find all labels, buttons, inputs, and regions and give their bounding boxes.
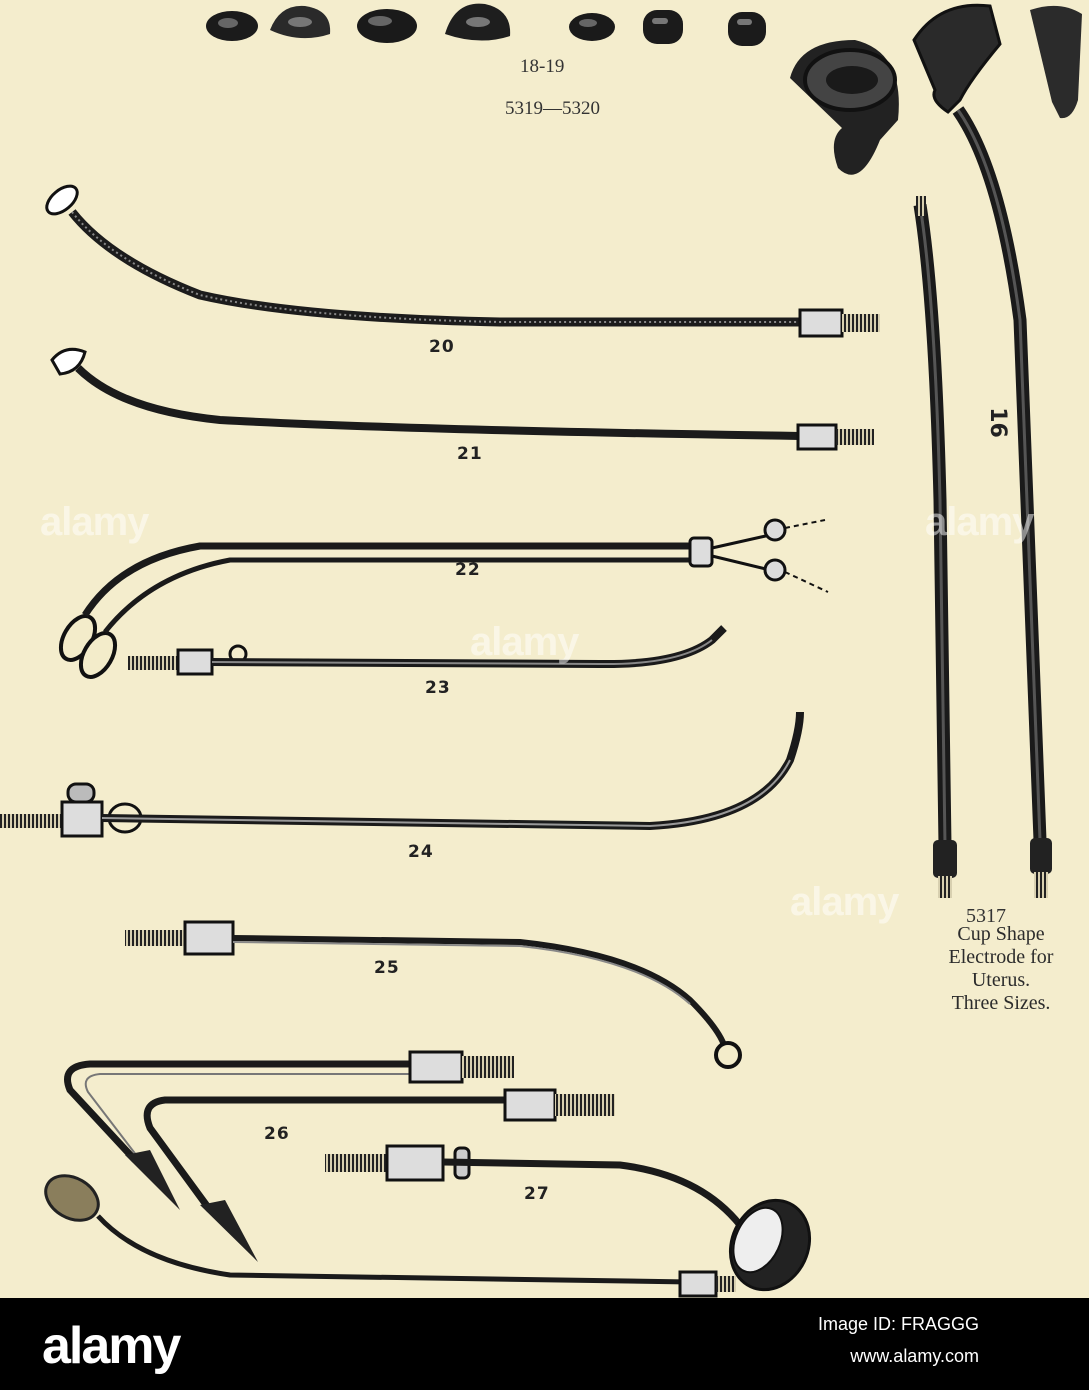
side-line-3: Uterus. — [971, 969, 1031, 991]
electrode-25 — [125, 920, 742, 1069]
electrode-tips-row — [206, 3, 766, 46]
figure-number-21: 21 — [457, 444, 483, 464]
side-line-1: Cup Shape — [957, 923, 1045, 945]
electrode-28-brush — [44, 1174, 736, 1298]
electrode-27 — [325, 1144, 812, 1292]
footer-image-id: Image ID: FRAGGG — [817, 1314, 979, 1334]
figure-number-27: 27 — [524, 1184, 550, 1204]
side-line-4: Three Sizes. — [951, 992, 1051, 1014]
footer-logo: alamy — [42, 1317, 181, 1375]
instrument-plate-illustration — [0, 3, 1082, 1298]
figure-number-20: 20 — [429, 337, 455, 357]
electrode-22 — [58, 518, 829, 679]
cup-electrode-heads — [790, 3, 1082, 175]
watermark: alamy — [925, 500, 1034, 544]
figure-number-24: 24 — [408, 842, 434, 862]
figure-number-22: 22 — [455, 560, 481, 580]
watermark: alamy — [470, 620, 579, 664]
vertical-electrode-rods — [913, 106, 1052, 898]
footer-url[interactable]: www.alamy.com — [850, 1346, 979, 1366]
side-line-2: Electrode for — [948, 946, 1054, 968]
electrode-23 — [128, 625, 727, 676]
electrode-20 — [45, 184, 880, 338]
electrode-26 — [64, 1050, 615, 1262]
figure-number-16: 16 — [984, 407, 1010, 438]
figure-range-caption: 18-19 — [520, 56, 565, 77]
watermark: alamy — [40, 500, 149, 544]
figure-number-25: 25 — [374, 958, 400, 978]
catalog-number-caption: 5319—5320 — [505, 98, 600, 119]
electrode-21 — [50, 347, 874, 451]
figure-number-23: 23 — [425, 678, 451, 698]
footer-bar: alamy Image ID: FRAGGG www.alamy.com — [0, 1298, 1089, 1390]
side-description: Cup Shape Electrode for Uterus. Three Si… — [916, 923, 1086, 1015]
electrode-24 — [0, 711, 804, 838]
figure-number-26: 26 — [264, 1124, 290, 1144]
watermark: alamy — [790, 880, 899, 924]
side-catalog-number: 5317 — [966, 905, 1006, 927]
catalog-page: 18-19 5319—5320 20 21 22 23 24 25 26 27 … — [0, 3, 1086, 1298]
